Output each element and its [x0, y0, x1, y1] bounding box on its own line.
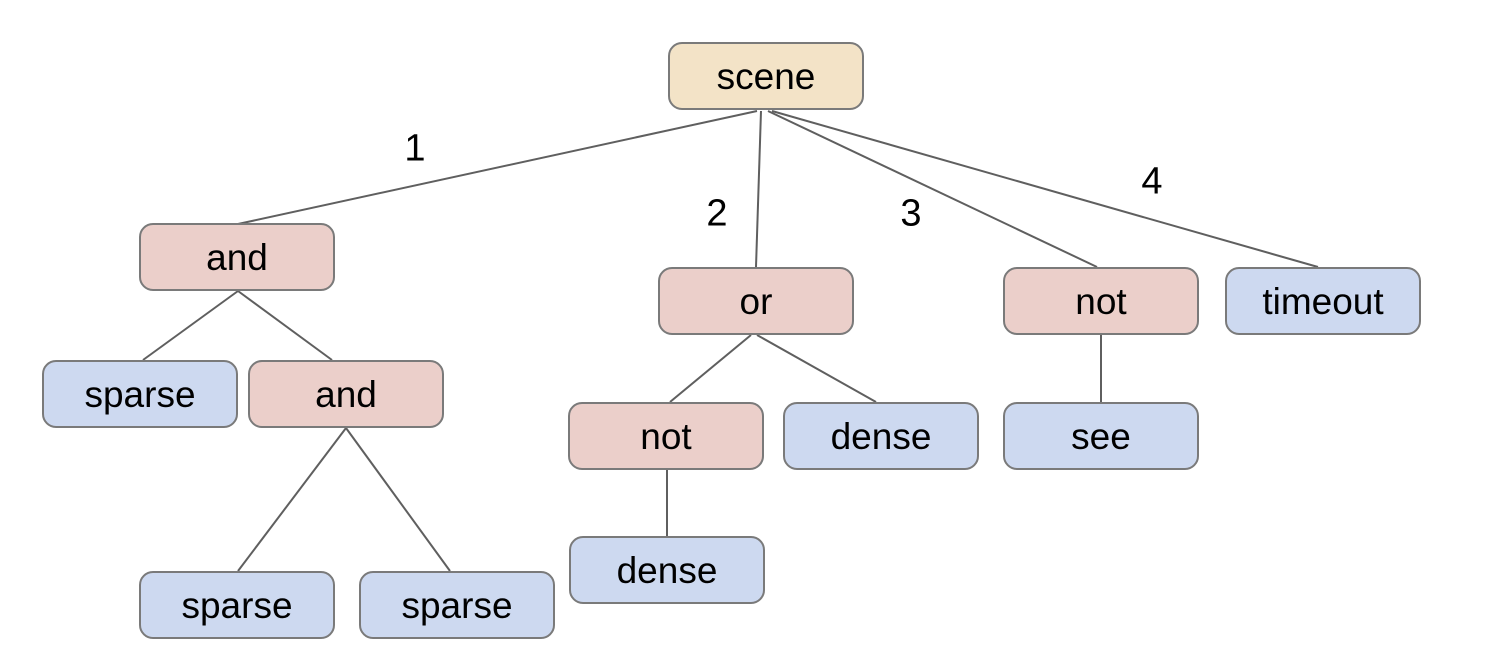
node-sparse-1-label: sparse: [84, 373, 196, 415]
node-scene[interactable]: scene: [668, 42, 864, 110]
edge-label-3: 3: [900, 192, 922, 235]
node-and-1-label: and: [206, 236, 268, 278]
edge-label-2: 2: [706, 192, 728, 235]
node-timeout-label: timeout: [1262, 280, 1384, 322]
node-or-label: or: [739, 280, 773, 322]
node-sparse-3[interactable]: sparse: [359, 571, 555, 639]
edge-and2-sparse-right: [345, 427, 451, 572]
node-not-2[interactable]: not: [568, 402, 764, 470]
node-sparse-1[interactable]: sparse: [42, 360, 238, 428]
edge-scene-and: [237, 110, 758, 225]
edge-and-sparse: [142, 290, 239, 361]
node-and-1[interactable]: and: [139, 223, 335, 291]
edge-label-4: 4: [1141, 160, 1163, 203]
edge-label-1: 1: [404, 127, 426, 170]
node-not-2-label: not: [640, 415, 692, 457]
edge-scene-not: [767, 110, 1098, 268]
node-dense-1[interactable]: dense: [783, 402, 979, 470]
node-not-1[interactable]: not: [1003, 267, 1199, 335]
node-timeout[interactable]: timeout: [1225, 267, 1421, 335]
node-sparse-2[interactable]: sparse: [139, 571, 335, 639]
edge-or-not: [669, 334, 752, 403]
node-dense-1-label: dense: [830, 415, 932, 457]
node-sparse-2-label: sparse: [181, 584, 293, 626]
node-dense-2-label: dense: [616, 549, 718, 591]
edge-and2-sparse-left: [237, 427, 347, 572]
node-not-1-label: not: [1075, 280, 1127, 322]
node-see-label: see: [1071, 415, 1131, 457]
node-dense-2[interactable]: dense: [569, 536, 765, 604]
node-scene-label: scene: [716, 55, 816, 97]
node-or[interactable]: or: [658, 267, 854, 335]
edge-scene-or: [755, 110, 762, 268]
edge-and-and: [237, 290, 333, 361]
node-and-2[interactable]: and: [248, 360, 444, 428]
edge-or-dense: [756, 334, 877, 403]
node-sparse-3-label: sparse: [401, 584, 513, 626]
node-see[interactable]: see: [1003, 402, 1199, 470]
edge-scene-timeout: [771, 110, 1319, 268]
node-and-2-label: and: [315, 373, 377, 415]
